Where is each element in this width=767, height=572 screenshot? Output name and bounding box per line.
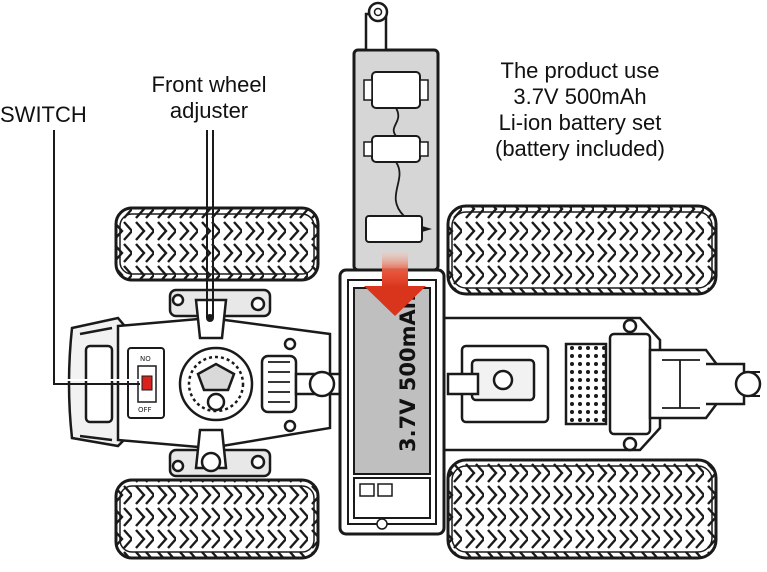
wheel-rear-top (446, 204, 718, 296)
chassis (67, 288, 762, 478)
battery-pack-removed (352, 1, 440, 272)
product-battery-note: The product use 3.7V 500mAh Li-ion batte… (462, 58, 698, 162)
product-note-line4: (battery included) (495, 136, 665, 161)
switch-off-text: OFF (138, 406, 152, 414)
product-note-line1: The product use (500, 58, 660, 83)
leader-lines (53, 130, 214, 385)
battery-compartment: 3.7V 500mAh (338, 268, 446, 536)
wheel-front-top (114, 206, 320, 282)
wheel-front-bottom (114, 478, 320, 560)
front-wheel-label-line1: Front wheel (151, 72, 267, 97)
product-note-line2: 3.7V 500mAh (513, 84, 647, 109)
switch-on-text: NO (140, 355, 151, 363)
front-wheel-label-line2: adjuster (169, 98, 249, 123)
front-wheel-adjuster-label: Front wheel adjuster (134, 72, 284, 124)
wheel-rear-bottom (446, 458, 718, 560)
battery-label: 3.7V 500mAh (396, 294, 420, 452)
insert-arrow (364, 252, 426, 316)
product-note-line3: Li-ion battery set (498, 110, 662, 135)
switch-label: SWITCH (0, 102, 87, 127)
